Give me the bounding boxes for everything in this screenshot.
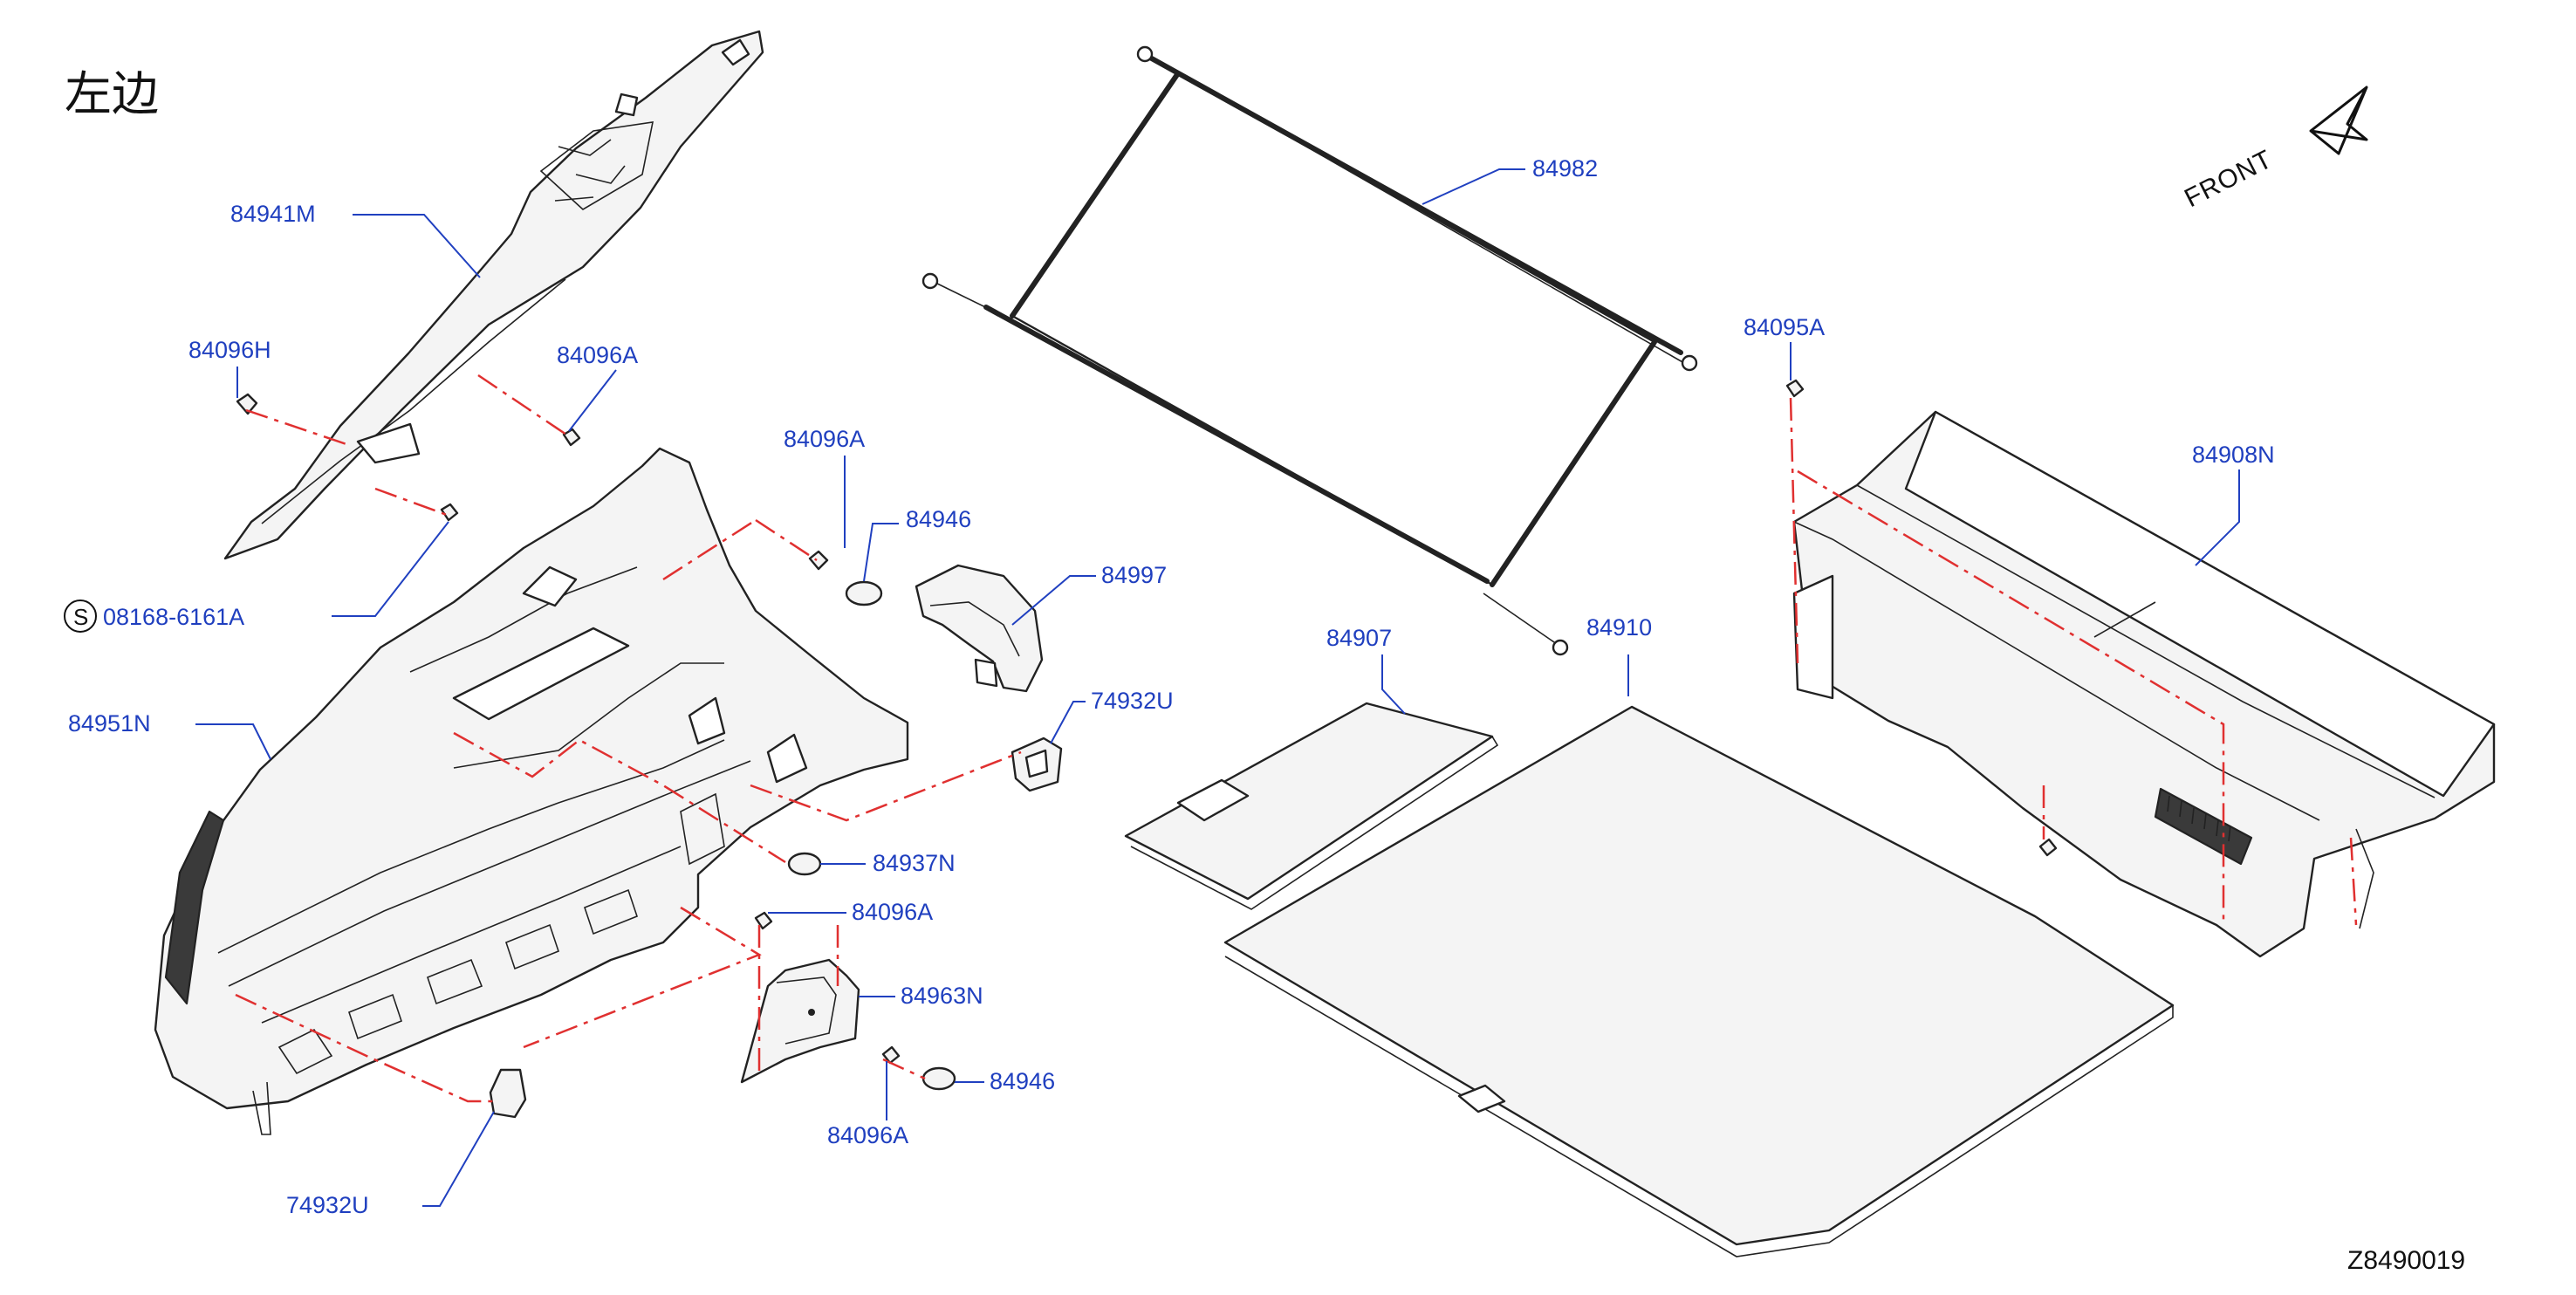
label-84982: 84982: [1532, 155, 1598, 182]
assembly-guides: [235, 373, 2358, 1103]
label-84997: 84997: [1101, 562, 1167, 588]
label-08168-group: S 08168-6161A: [64, 600, 244, 633]
label-84910: 84910: [1586, 614, 1652, 641]
part-74932U-hook-lower: [489, 1068, 527, 1119]
standard-part-icon: [64, 600, 97, 633]
label-84946-lower: 84946: [990, 1068, 1055, 1094]
front-arrow-icon: [2309, 86, 2368, 155]
label-84095A: 84095A: [1744, 314, 1825, 340]
part-84997-cover: [915, 564, 1044, 693]
label-84951N: 84951N: [68, 710, 151, 737]
label-84937N: 84937N: [873, 850, 956, 876]
part-84951N-luggage-side-trim: [154, 447, 909, 1135]
label-84907: 84907: [1326, 625, 1392, 651]
part-84941M-pillar-trim: [223, 30, 764, 560]
part-84982-tonneau-cover: [921, 45, 1698, 656]
standard-part-symbol: S: [73, 604, 88, 630]
label-74932U-upper: 74932U: [1091, 688, 1174, 714]
front-label: FRONT: [2180, 145, 2278, 214]
part-84910-floor-board: [1223, 705, 2175, 1257]
label-84096A-upper: 84096A: [557, 342, 638, 368]
label-84096H: 84096H: [188, 337, 271, 363]
leader-lines: [195, 168, 2240, 1207]
label-84096A-bottom: 84096A: [827, 1122, 908, 1148]
label-84908N: 84908N: [2192, 442, 2275, 468]
label-74932U-lower: 74932U: [286, 1192, 369, 1218]
label-84941M: 84941M: [230, 201, 316, 227]
part-84908N-rear-finisher: [1792, 410, 2496, 958]
part-84963N-bracket: [740, 958, 860, 1084]
label-84963N: 84963N: [901, 983, 983, 1009]
diagram-code: Z8490019: [2347, 1246, 2465, 1275]
label-84096A-lower: 84096A: [852, 899, 933, 925]
diagram-title: 左边: [65, 66, 159, 121]
label-84946-upper: 84946: [906, 506, 971, 532]
front-indicator: FRONT: [2180, 86, 2368, 214]
label-08168-6161A: 08168-6161A: [103, 604, 244, 630]
part-labels: 84941M 84096H 84096A S 08168-6161A 84096…: [64, 155, 2275, 1218]
part-84907-board: [1124, 702, 1499, 910]
label-84096A-mid: 84096A: [784, 426, 865, 452]
part-74932U-hook-upper: [1011, 737, 1063, 792]
